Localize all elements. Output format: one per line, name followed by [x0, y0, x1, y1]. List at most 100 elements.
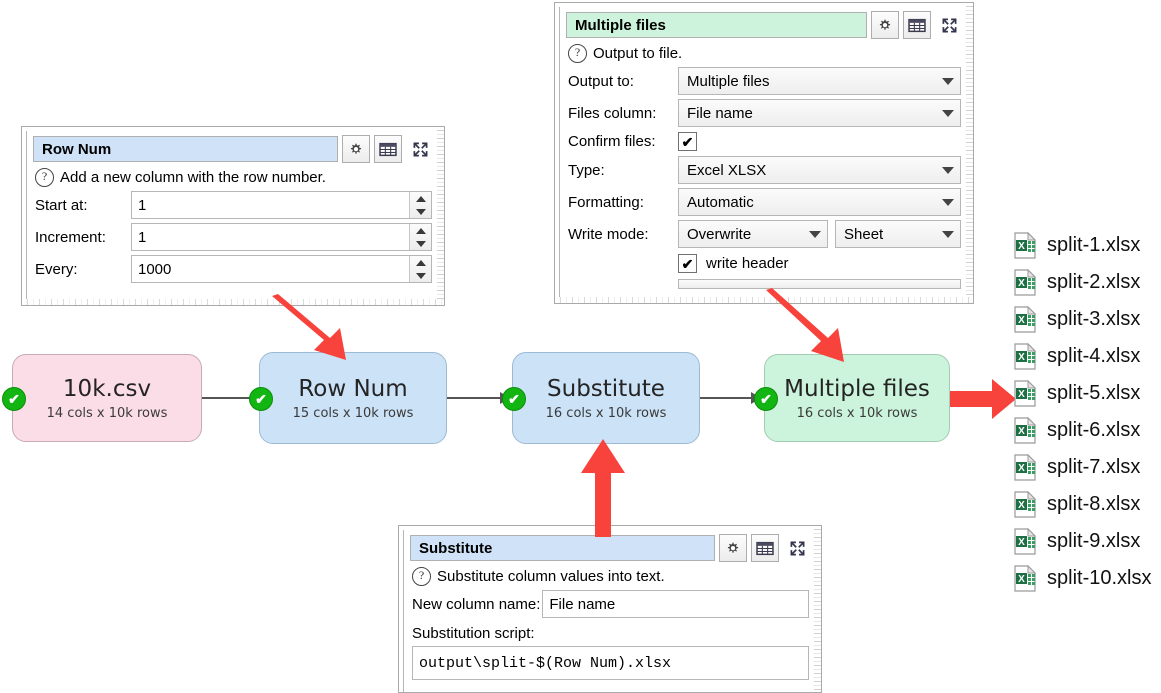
- gears-icon[interactable]: [719, 534, 747, 562]
- list-item[interactable]: X split-2.xlsx: [1014, 268, 1141, 296]
- write-header-row: ✔ write header: [560, 250, 967, 275]
- list-item[interactable]: X split-5.xlsx: [1014, 379, 1140, 407]
- confirm-files-label: Confirm files:: [568, 133, 656, 150]
- node-title: Substitute: [547, 375, 665, 402]
- excel-file-icon: X: [1014, 453, 1037, 481]
- output-to-label: Output to:: [568, 72, 634, 90]
- node-subtitle: 16 cols x 10k rows: [796, 405, 918, 421]
- list-item[interactable]: X split-6.xlsx: [1014, 416, 1140, 444]
- flow-node-multiple-files[interactable]: ✔ Multiple files 16 cols x 10k rows: [754, 354, 950, 442]
- start-at-input[interactable]: 1: [131, 191, 432, 219]
- start-at-label: Start at:: [35, 196, 88, 214]
- start-at-stepper[interactable]: [409, 192, 431, 218]
- gears-icon[interactable]: [871, 11, 899, 39]
- files-column-label: Files column:: [568, 104, 657, 122]
- chevron-down-icon[interactable]: [942, 110, 954, 117]
- type-select[interactable]: Excel XLSX: [678, 156, 961, 184]
- table-icon[interactable]: [751, 534, 779, 562]
- partial-control[interactable]: [678, 279, 961, 289]
- node-subtitle: 14 cols x 10k rows: [46, 405, 168, 421]
- substitution-script-input[interactable]: output\split-$(Row Num).xlsx: [412, 646, 809, 680]
- svg-text:X: X: [1018, 315, 1025, 326]
- excel-file-icon: X: [1014, 305, 1037, 333]
- partial-bottom-row: [560, 275, 967, 291]
- confirm-files-checkbox[interactable]: ✔: [678, 132, 697, 151]
- multiple-files-name-input[interactable]: Multiple files: [566, 12, 867, 38]
- expand-icon[interactable]: [783, 534, 811, 562]
- row-num-help-text: Add a new column with the row number.: [60, 169, 326, 186]
- chevron-down-icon[interactable]: [942, 231, 954, 238]
- write-mode-row: Write mode: Overwrite Sheet: [560, 218, 967, 250]
- svg-text:X: X: [1018, 426, 1025, 437]
- panel-torn-edge-right: [966, 3, 973, 303]
- help-icon[interactable]: ?: [568, 44, 587, 63]
- every-input[interactable]: 1000: [131, 255, 432, 283]
- write-header-checkbox[interactable]: ✔: [678, 254, 697, 273]
- list-item[interactable]: X split-7.xlsx: [1014, 453, 1140, 481]
- file-name-label: split-2.xlsx: [1047, 271, 1141, 293]
- chevron-down-icon[interactable]: [942, 199, 954, 206]
- chevron-down-icon[interactable]: [942, 167, 954, 174]
- flow-node-10k-csv[interactable]: ✔ 10k.csv 14 cols x 10k rows: [2, 354, 202, 442]
- file-name-label: split-10.xlsx: [1047, 567, 1152, 589]
- excel-file-icon: X: [1014, 527, 1037, 555]
- formatting-label: Formatting:: [568, 193, 644, 211]
- substitute-name-input[interactable]: Substitute: [410, 535, 715, 561]
- list-item[interactable]: X split-9.xlsx: [1014, 527, 1141, 555]
- increment-label: Increment:: [35, 228, 106, 246]
- expand-icon[interactable]: [935, 11, 963, 39]
- chevron-down-icon[interactable]: [809, 231, 821, 238]
- table-icon[interactable]: [374, 135, 402, 163]
- help-icon[interactable]: ?: [412, 567, 431, 586]
- row-num-name-input[interactable]: Row Num: [33, 136, 338, 162]
- new-column-name-input[interactable]: File name: [542, 590, 809, 618]
- chevron-down-icon[interactable]: [942, 78, 954, 85]
- increment-input[interactable]: 1: [131, 223, 432, 251]
- write-mode-select[interactable]: Overwrite: [678, 220, 828, 248]
- flow-node-row-num[interactable]: ✔ Row Num 15 cols x 10k rows: [249, 352, 447, 444]
- confirm-files-row: Confirm files: ✔: [560, 129, 967, 154]
- table-icon[interactable]: [903, 11, 931, 39]
- gears-icon[interactable]: [342, 135, 370, 163]
- svg-text:X: X: [1018, 500, 1025, 511]
- new-column-name-row: New column name: File name: [404, 588, 815, 620]
- row-num-title-row: Row Num: [27, 131, 438, 166]
- substitution-script-label: Substitution script:: [412, 625, 535, 642]
- help-icon[interactable]: ?: [35, 168, 54, 187]
- svg-text:X: X: [1018, 352, 1025, 363]
- increment-stepper[interactable]: [409, 224, 431, 250]
- files-column-select[interactable]: File name: [678, 99, 961, 127]
- svg-text:X: X: [1018, 537, 1025, 548]
- every-stepper[interactable]: [409, 256, 431, 282]
- flow-node-substitute[interactable]: ✔ Substitute 16 cols x 10k rows: [502, 352, 700, 444]
- list-item[interactable]: X split-4.xlsx: [1014, 342, 1141, 370]
- substitute-title-row: Substitute: [404, 530, 815, 565]
- red-arrow-substitute-panel-to-node: [581, 439, 625, 537]
- excel-file-icon: X: [1014, 268, 1037, 296]
- formatting-row: Formatting: Automatic: [560, 186, 967, 218]
- svg-text:X: X: [1018, 241, 1025, 252]
- status-badge: ✔: [249, 387, 273, 411]
- file-name-label: split-4.xlsx: [1047, 345, 1141, 367]
- excel-file-icon: X: [1014, 231, 1037, 259]
- new-column-name-label: New column name:: [412, 595, 541, 613]
- substitute-settings-panel: Substitute ? Substitute column values in…: [398, 525, 822, 693]
- substitute-help-row: ? Substitute column values into text.: [404, 565, 815, 588]
- svg-text:X: X: [1018, 463, 1025, 474]
- svg-text:X: X: [1018, 389, 1025, 400]
- list-item[interactable]: X split-8.xlsx: [1014, 490, 1140, 518]
- expand-icon[interactable]: [406, 135, 434, 163]
- excel-file-icon: X: [1014, 416, 1037, 444]
- output-to-select[interactable]: Multiple files: [678, 67, 961, 95]
- connector-substitute-to-multiplefiles: [700, 392, 761, 404]
- list-item[interactable]: X split-3.xlsx: [1014, 305, 1140, 333]
- type-row: Type: Excel XLSX: [560, 154, 967, 186]
- file-name-label: split-9.xlsx: [1047, 530, 1141, 552]
- list-item[interactable]: X split-10.xlsx: [1014, 564, 1152, 592]
- node-title: 10k.csv: [62, 375, 152, 402]
- output-to-row: Output to: Multiple files: [560, 65, 967, 97]
- sheet-select[interactable]: Sheet: [835, 220, 961, 248]
- list-item[interactable]: X split-1.xlsx: [1014, 231, 1140, 259]
- multiple-files-help-text: Output to file.: [593, 45, 683, 62]
- formatting-select[interactable]: Automatic: [678, 188, 961, 216]
